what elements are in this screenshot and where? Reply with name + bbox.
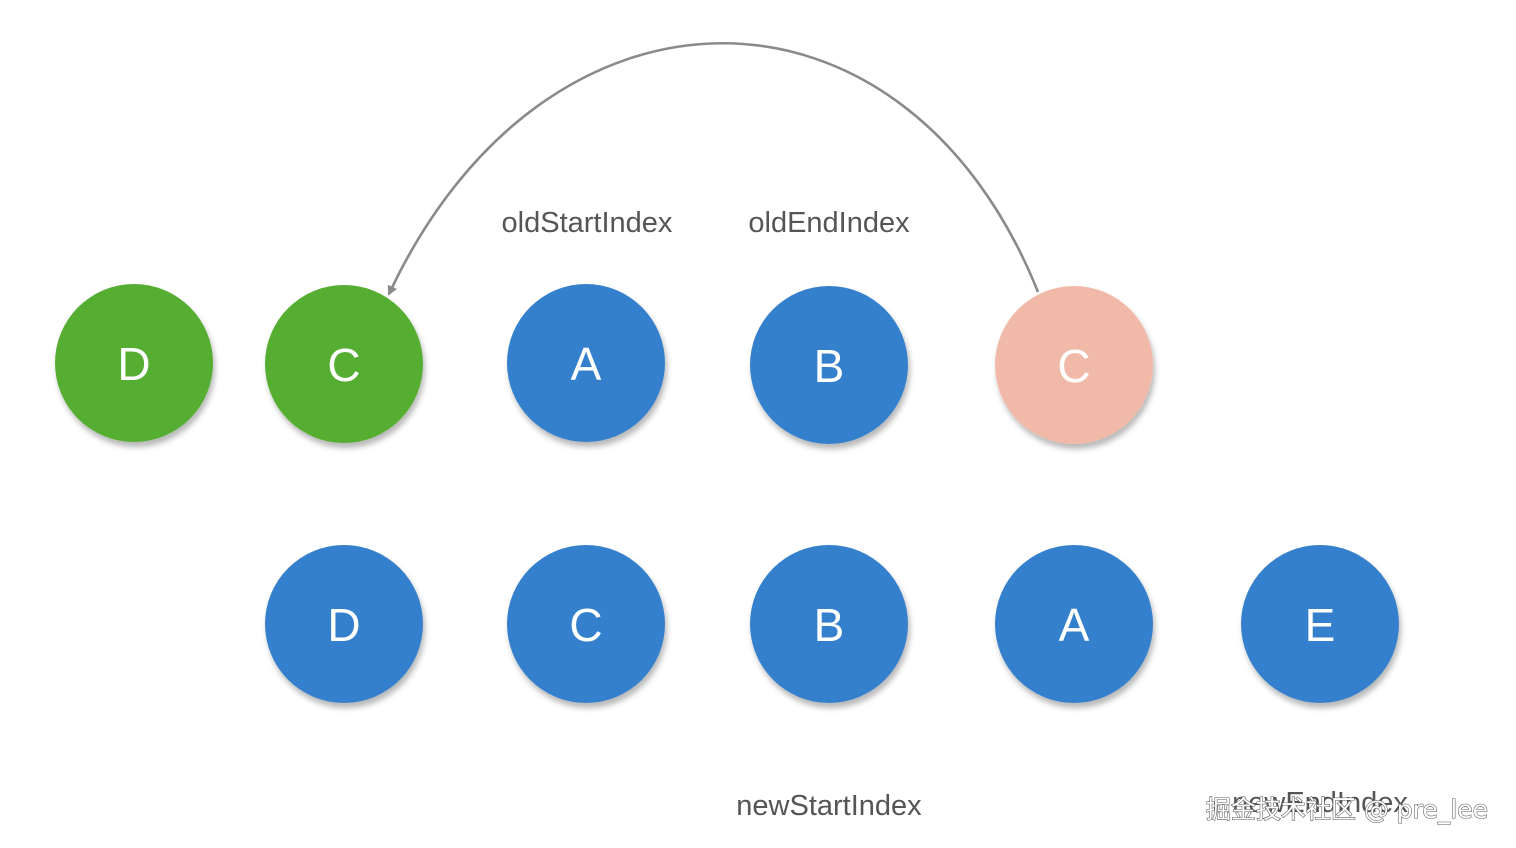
new-end-index-label: newEndIndex <box>1232 787 1408 819</box>
new-row: D C B A E <box>265 545 1399 703</box>
old-node-c-processed: C <box>265 285 423 443</box>
watermark-text: 掘金技术社区 @ pre_lee <box>1206 795 1488 824</box>
new-start-index-label: newStartIndex <box>736 790 922 822</box>
new-node-label: C <box>569 599 602 651</box>
old-node-label: B <box>814 340 845 392</box>
new-node-label: B <box>814 599 845 651</box>
old-end-index-label: oldEndIndex <box>748 207 910 239</box>
old-node-label: D <box>117 338 150 390</box>
new-node-e: E <box>1241 545 1399 703</box>
old-node-label: A <box>571 338 602 390</box>
new-node-c: C <box>507 545 665 703</box>
old-node-b: B <box>750 286 908 444</box>
move-arrow <box>387 42 1040 296</box>
new-node-label: E <box>1305 599 1336 651</box>
new-node-label: A <box>1059 599 1090 651</box>
new-node-b: B <box>750 545 908 703</box>
old-node-label: C <box>1057 340 1090 392</box>
new-node-label: D <box>327 599 360 651</box>
new-node-a: A <box>995 545 1153 703</box>
old-node-label: C <box>327 339 360 391</box>
old-node-d: D <box>55 284 213 442</box>
new-node-d: D <box>265 545 423 703</box>
old-start-index-label: oldStartIndex <box>502 207 673 239</box>
old-row: D C A B C <box>55 284 1153 444</box>
old-node-c-moved: C <box>995 286 1153 444</box>
old-node-a: A <box>507 284 665 442</box>
